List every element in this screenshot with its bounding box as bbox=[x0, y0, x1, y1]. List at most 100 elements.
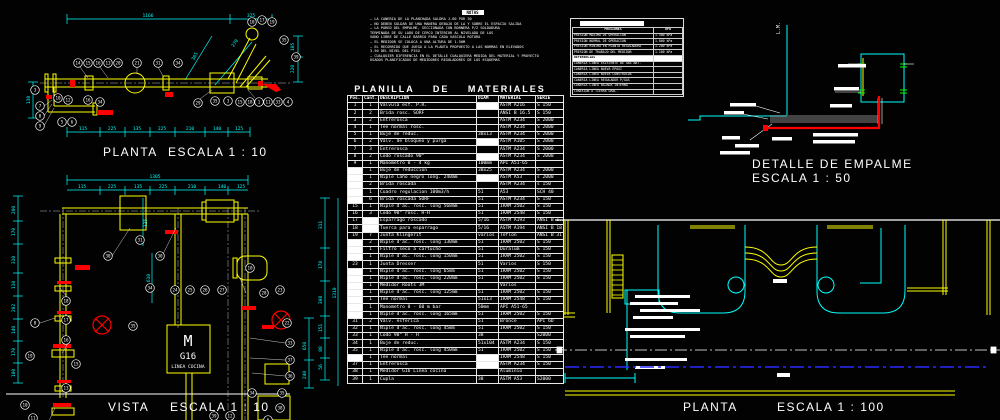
balloon bbox=[275, 403, 285, 413]
valve-handles-red bbox=[46, 80, 281, 115]
balloon bbox=[83, 95, 93, 105]
cell: S 2000 bbox=[535, 152, 564, 161]
meter-m: M bbox=[183, 332, 192, 350]
cell: Niple d'ac. rosc. long 45mm bbox=[378, 324, 477, 334]
cell: Codo 90° H - H bbox=[378, 332, 477, 341]
balloon bbox=[263, 97, 273, 107]
balloon-number: 27 bbox=[219, 288, 225, 293]
cell: Medidor G16 Linea cocina bbox=[378, 368, 477, 377]
dimension-text: 88 bbox=[318, 346, 324, 352]
balloon bbox=[285, 371, 295, 381]
balloon bbox=[30, 85, 40, 95]
cell: 31 bbox=[347, 317, 363, 327]
cell: Tuerca para esparrago bbox=[378, 224, 477, 233]
dimension-text: 135 bbox=[133, 126, 142, 132]
balloon bbox=[245, 97, 255, 107]
cell: s 150 bbox=[535, 181, 564, 190]
cell: 1 bbox=[362, 368, 379, 377]
balloon bbox=[61, 315, 71, 325]
balloon bbox=[57, 117, 67, 127]
balloon-number: 35 bbox=[212, 99, 218, 104]
cell: 17 bbox=[347, 217, 363, 226]
cell: 5 bbox=[347, 130, 363, 140]
dimension-text: 610 bbox=[146, 274, 152, 283]
dimension-text: 1166 bbox=[142, 13, 153, 19]
cell: 1 bbox=[362, 303, 379, 312]
cell: Brida roscada SORF bbox=[378, 195, 477, 204]
planta100-title: PLANTA bbox=[683, 400, 738, 414]
cell: 4 bbox=[347, 123, 363, 132]
balloon-number: 39 bbox=[293, 55, 299, 60]
cell: Filtro seco a cartucho bbox=[378, 245, 477, 255]
dimension-text: 151 bbox=[318, 324, 324, 333]
cell: 1 bbox=[362, 375, 379, 384]
cell bbox=[347, 195, 363, 204]
cell: 3 bbox=[362, 145, 379, 154]
cell: ASTM A234 bbox=[498, 339, 536, 348]
cell: 7 bbox=[347, 145, 363, 154]
cell: 5/16 bbox=[476, 224, 499, 233]
balloon bbox=[145, 283, 155, 293]
balloon-number: 15 bbox=[73, 362, 79, 367]
cell: 1 bbox=[347, 102, 363, 111]
cell bbox=[476, 181, 499, 190]
cell: 8 bbox=[347, 152, 363, 161]
cell: S 150 bbox=[535, 360, 564, 370]
cell: Niple d'ac. rosc. long 125mm bbox=[378, 289, 477, 298]
cell: 51x104 bbox=[476, 339, 499, 348]
cell: API A51-65 bbox=[498, 159, 536, 168]
cell: 50mm bbox=[476, 303, 499, 312]
cell bbox=[476, 174, 499, 183]
cell: 1 bbox=[362, 332, 379, 341]
cell: Valv. de bloqueo y purga bbox=[378, 138, 477, 147]
cell: Duralum bbox=[498, 245, 536, 255]
cell: 5/16 bbox=[476, 217, 499, 226]
cell: 3 bbox=[362, 209, 379, 219]
cell bbox=[347, 281, 363, 291]
cell: S 2000 bbox=[535, 145, 564, 154]
balloon bbox=[267, 17, 277, 27]
cell: 1 bbox=[362, 245, 379, 255]
cell: Manometro 0 - 4 kg bbox=[378, 159, 477, 168]
balloon bbox=[128, 321, 138, 331]
pressures-title-bar bbox=[580, 21, 644, 26]
note-line: — EL RECORRIDO QUE JUEGA A LA PLANTA PRO… bbox=[370, 44, 524, 49]
balloon-number: 11 bbox=[30, 416, 36, 420]
cell: S 150 bbox=[535, 267, 564, 276]
note-line: — LA PARED DEL EMPALME, SECCIONADA CON B… bbox=[370, 26, 500, 31]
cell: Brida roscada bbox=[378, 181, 477, 190]
balloon-number: 19 bbox=[269, 20, 275, 25]
table-row: CAÑERIA LINEA EXISTENTE DE GAS NAT. bbox=[572, 60, 683, 68]
cell: S 2000 bbox=[535, 138, 564, 147]
cell: 1 bbox=[362, 281, 379, 291]
cell: 32 bbox=[347, 324, 363, 334]
cell: 37 bbox=[347, 360, 363, 370]
balloon-number: 9 bbox=[39, 124, 42, 129]
cell bbox=[476, 353, 499, 362]
dimension-text: 310 bbox=[11, 256, 17, 265]
balloon-number: 4 bbox=[287, 100, 290, 105]
meter-line-label: LINEA COCINA bbox=[171, 364, 204, 370]
balloon bbox=[53, 93, 63, 103]
balloon-number: 30 bbox=[105, 254, 111, 259]
balloon-number: 22 bbox=[284, 321, 290, 326]
drawing-vista-1-10: M G16 LINEA COCINA 181716151381910112134… bbox=[6, 174, 339, 420]
cell bbox=[476, 109, 499, 118]
balloon bbox=[209, 411, 219, 420]
cell: S 150 bbox=[535, 274, 564, 283]
dimension-text: 220 bbox=[290, 65, 296, 74]
dimension-text: 125 bbox=[235, 126, 244, 132]
cell: 51 bbox=[476, 209, 499, 219]
balloon bbox=[273, 97, 283, 107]
balloon bbox=[28, 413, 38, 420]
cell: 2 bbox=[347, 109, 363, 118]
